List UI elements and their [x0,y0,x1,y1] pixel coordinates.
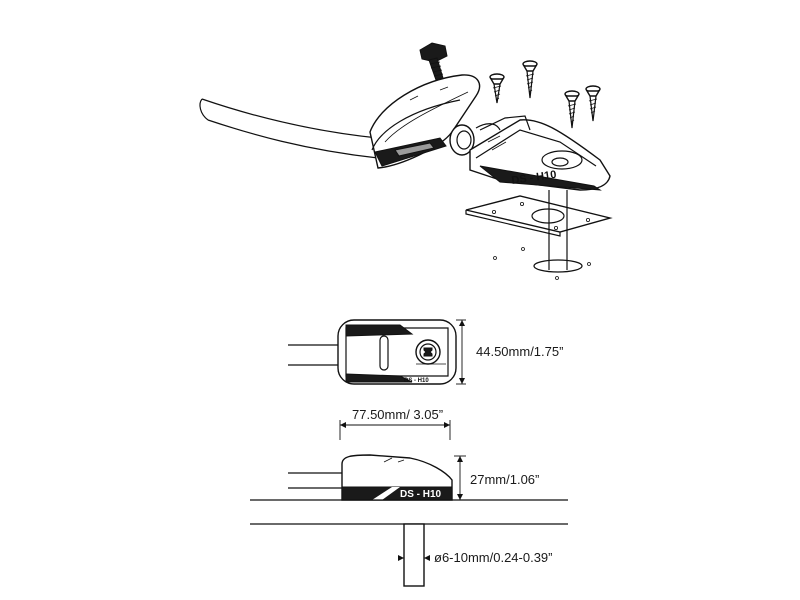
dimension-length: 77.50mm/ 3.05” [352,407,443,422]
wood-screw [522,60,538,99]
wood-screw [585,85,601,122]
top-view: DS - H10 44.50mm/1.75” [288,319,563,385]
model-marking-side: DS - H10 [400,489,442,500]
grommet [449,123,501,156]
wood-screw [564,90,580,129]
wood-screw [489,73,505,104]
cable [199,98,379,159]
gland-cover [369,74,481,169]
model-marking-top: DS - H10 [404,378,429,384]
cable-slot [379,335,389,371]
side-view: 77.50mm/ 3.05” DS - H10 27mm/1.06” ø6-10… [250,407,568,587]
mounting-plate [465,195,613,237]
gland-base: DS - H10 [469,115,611,191]
cable-pass-through [493,190,591,280]
dimension-cable-diameter: ø6-10mm/0.24-0.39” [434,550,553,565]
cable-below-deck [403,523,425,587]
exploded-view: DS - H10 [199,42,613,280]
hex-bolt [419,42,448,81]
gland-outline-top [337,319,457,385]
dimension-height-top-view: 44.50mm/1.75” [476,344,563,359]
dimension-height-side: 27mm/1.06” [470,472,539,487]
